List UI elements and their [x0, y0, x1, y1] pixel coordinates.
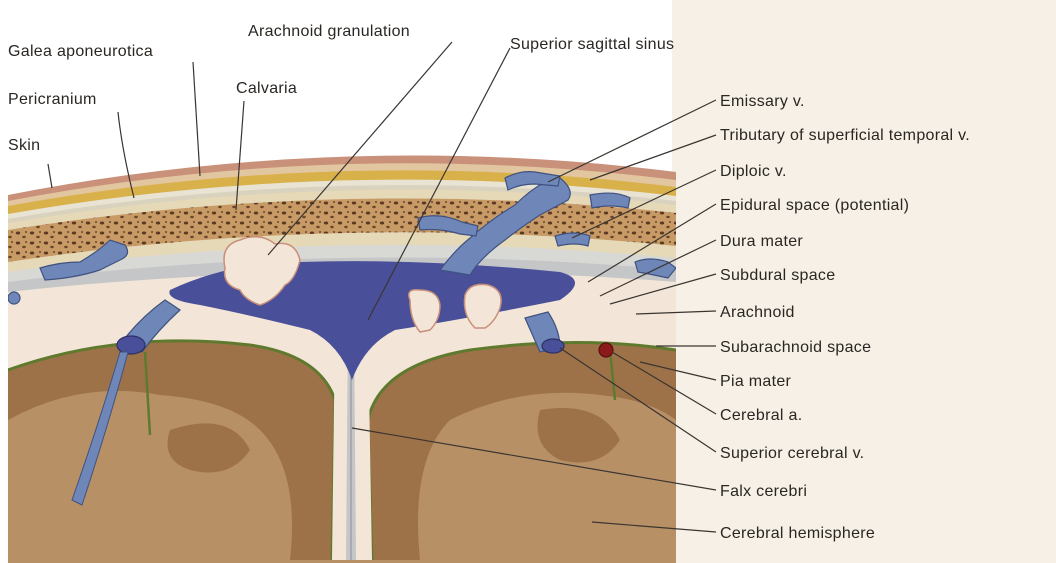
- label-dura: Dura mater: [720, 233, 803, 250]
- label-skin: Skin: [8, 137, 40, 154]
- label-tributary: Tributary of superficial temporal v.: [720, 127, 970, 144]
- label-hemisphere: Cerebral hemisphere: [720, 525, 875, 542]
- label-emissary: Emissary v.: [720, 93, 805, 110]
- label-epidural: Epidural space (potential): [720, 197, 909, 214]
- label-superior-sagittal-sinus: Superior sagittal sinus: [510, 36, 674, 53]
- label-galea: Galea aponeurotica: [8, 43, 153, 60]
- label-falx: Falx cerebri: [720, 483, 807, 500]
- label-superior-cerebral-v: Superior cerebral v.: [720, 445, 864, 462]
- label-cerebral-a: Cerebral a.: [720, 407, 802, 424]
- label-subarachnoid: Subarachnoid space: [720, 339, 871, 356]
- superior-cerebral-vein-right-lumen: [542, 339, 564, 353]
- label-arachnoid-granulation: Arachnoid granulation: [248, 23, 410, 40]
- superior-cerebral-vein-left-lumen: [117, 336, 145, 354]
- label-calvaria: Calvaria: [236, 80, 297, 97]
- label-diploic: Diploic v.: [720, 163, 787, 180]
- label-pia: Pia mater: [720, 373, 792, 390]
- label-subdural: Subdural space: [720, 267, 835, 284]
- tributary-vein-right: [590, 193, 630, 208]
- cerebral-artery: [599, 343, 613, 357]
- label-pericranium: Pericranium: [8, 91, 97, 108]
- vein-edge-left: [8, 292, 20, 304]
- diploic-vein-2: [555, 233, 590, 246]
- label-arachnoid: Arachnoid: [720, 304, 795, 321]
